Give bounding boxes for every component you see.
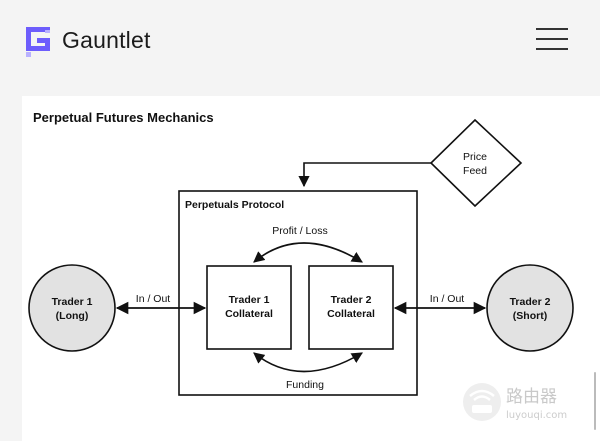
price-feed-label-line2: Feed	[463, 165, 487, 177]
brand-name[interactable]: Gauntlet	[62, 27, 151, 53]
perpetual-futures-diagram: Perpetual Futures Mechanics Price Feed P…	[28, 110, 574, 396]
diagram-figure: Perpetual Futures Mechanics Price Feed P…	[22, 96, 600, 441]
router-watermark-icon	[463, 383, 501, 421]
in-out-right-label: In / Out	[430, 293, 465, 305]
protocol-label: Perpetuals Protocol	[185, 199, 284, 211]
trader2-label-line1: Trader 2	[510, 296, 551, 308]
watermark-url: luyouqi.com	[506, 410, 567, 421]
trader1-label-line2: (Long)	[56, 310, 89, 322]
diagram-title: Perpetual Futures Mechanics	[33, 110, 214, 125]
watermark: 路由器 luyouqi.com	[463, 383, 567, 421]
funding-label: Funding	[286, 379, 324, 391]
collateral2-label-line1: Trader 2	[331, 294, 372, 306]
trader2-label-line2: (Short)	[513, 310, 547, 322]
price-feed-label-line1: Price	[463, 151, 487, 163]
collateral2-label-line2: Collateral	[327, 308, 375, 320]
profit-loss-arrow	[253, 242, 363, 263]
trader2-collateral-box	[308, 265, 394, 350]
collateral1-label-line2: Collateral	[225, 308, 273, 320]
in-out-left-label: In / Out	[136, 293, 171, 305]
profit-loss-label: Profit / Loss	[272, 225, 327, 237]
gauntlet-logo-icon[interactable]	[26, 27, 50, 57]
top-header: Gauntlet	[0, 0, 600, 84]
trader1-collateral-box	[206, 265, 292, 350]
price-feed-diamond	[429, 118, 523, 208]
collateral1-label-line1: Trader 1	[229, 294, 270, 306]
watermark-name: 路由器	[506, 387, 557, 407]
scrollbar[interactable]	[594, 372, 596, 430]
price-feed-arrow	[298, 162, 431, 188]
trader1-label-line1: Trader 1	[52, 296, 93, 308]
trader1-circle	[28, 264, 116, 352]
hamburger-menu-icon[interactable]	[536, 26, 568, 52]
funding-arrow	[253, 352, 363, 373]
trader2-circle	[486, 264, 574, 352]
